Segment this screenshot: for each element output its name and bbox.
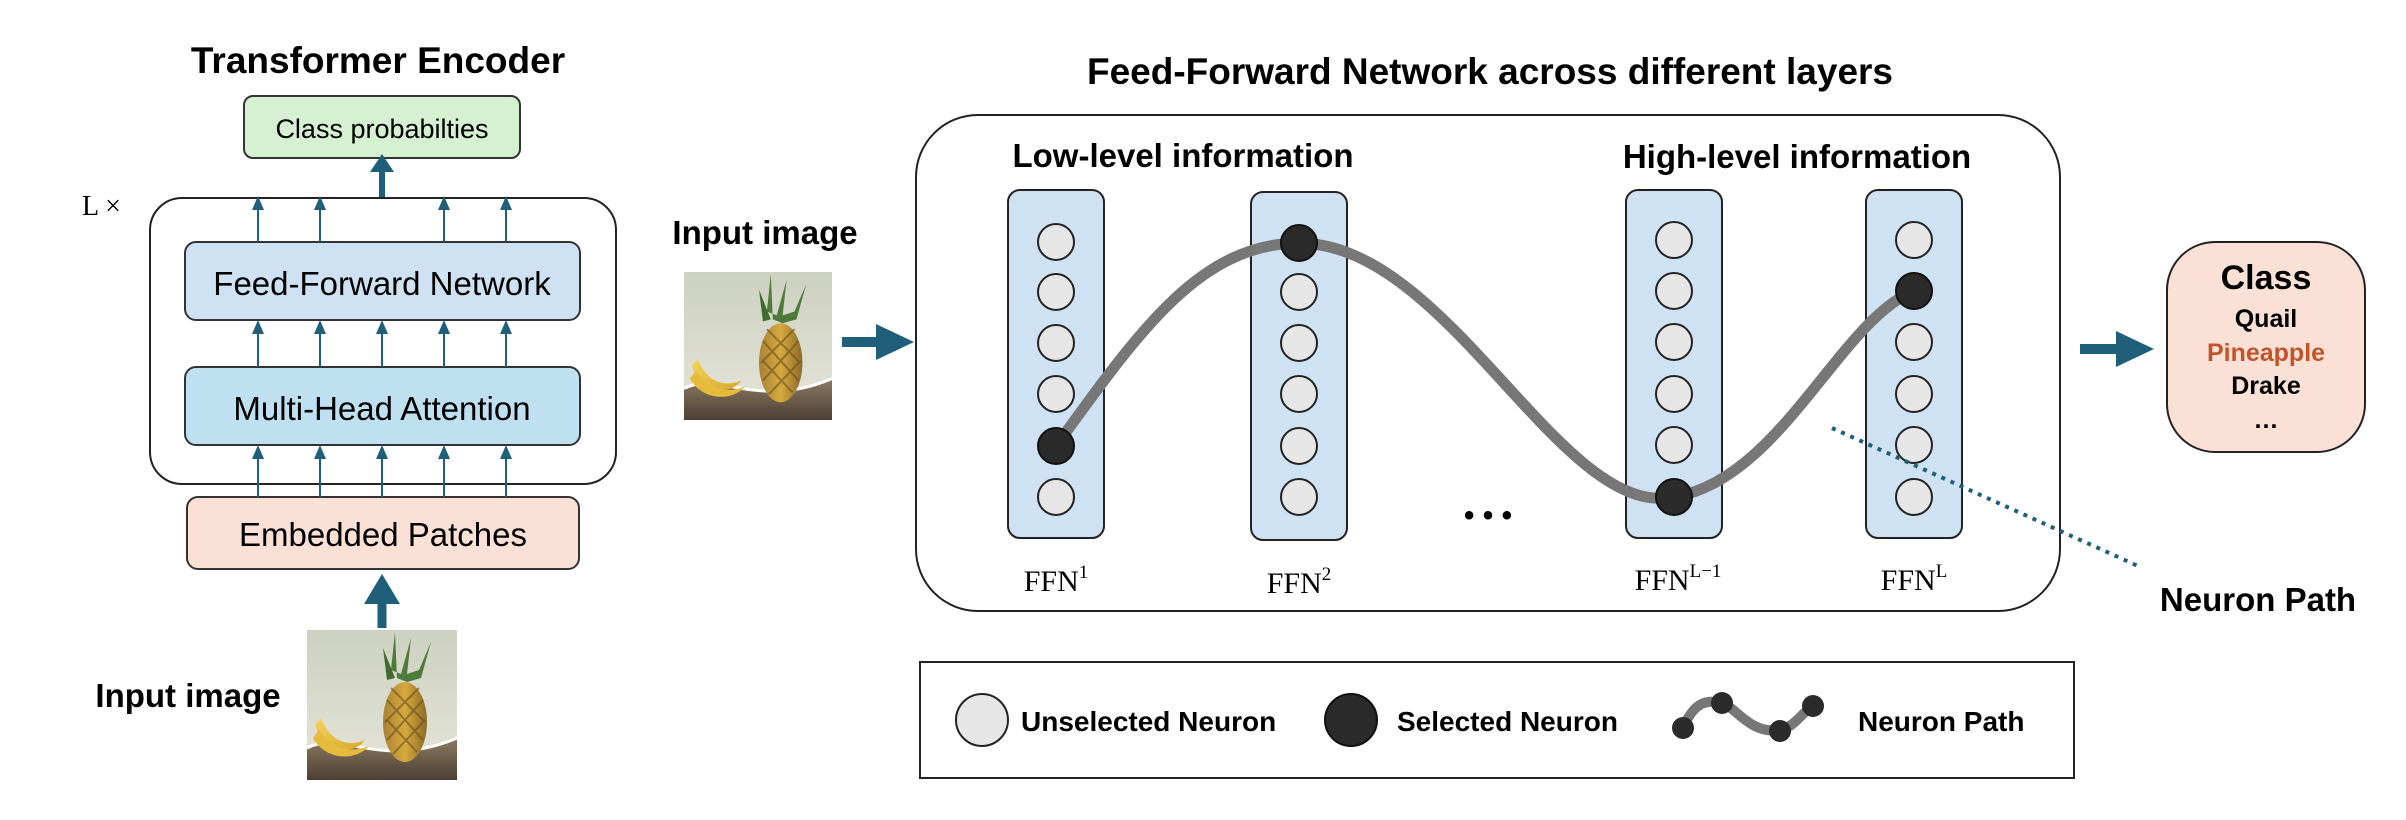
output-label: Class probabilties (275, 114, 488, 144)
ffn-ellipsis: • • • (1464, 499, 1512, 532)
unselected-neuron (1895, 478, 1933, 516)
high-level-label: High-level information (1623, 138, 1971, 175)
panel-input-image (684, 272, 832, 420)
class-item: Quail (2235, 305, 2298, 333)
unselected-neuron (1280, 478, 1318, 516)
legend-unselected-label: Unselected Neuron (1021, 706, 1276, 737)
unselected-neurons (1037, 221, 1933, 516)
unselected-neuron (1280, 324, 1318, 362)
ffn-panel-title: Feed-Forward Network across different la… (1087, 51, 1893, 92)
input-arrow-head (364, 574, 400, 604)
unselected-neuron (1895, 221, 1933, 259)
selected-neuron (1895, 272, 1933, 310)
ffn-layer-column (1250, 191, 1348, 541)
class-box (2166, 241, 2366, 453)
unselected-neuron (1655, 375, 1693, 413)
encoder-input-image (307, 630, 457, 780)
unselected-neuron (1895, 426, 1933, 464)
encoder-input-label: Input image (95, 677, 280, 714)
selected-neurons (1037, 224, 1933, 516)
unselected-neuron (1655, 323, 1693, 361)
unselected-neuron (1655, 221, 1693, 259)
ffn-layer-l (1865, 189, 1963, 539)
layer-label-l: FFNL (1881, 561, 1948, 597)
legend-path-label: Neuron Path (1858, 706, 2024, 737)
unselected-neuron (1037, 375, 1075, 413)
embed-block-label: Embedded Patches (239, 516, 527, 553)
neuron-path-curve (1050, 237, 1920, 504)
panel-input-arrow-head (876, 324, 914, 360)
neuron-path-callout-label: Neuron Path (2160, 581, 2356, 618)
class-item-highlight: Pineapple (2207, 339, 2325, 367)
unselected-neuron (1037, 478, 1075, 516)
class-item: … (2254, 406, 2279, 434)
selected-neuron (1280, 224, 1318, 262)
unselected-neuron (1895, 375, 1933, 413)
legend-box (919, 661, 2075, 779)
layer-label-2: FFN2 (1267, 564, 1332, 600)
ffn-layer-column (1625, 189, 1723, 539)
unselected-neuron (1655, 426, 1693, 464)
selected-neuron (1655, 478, 1693, 516)
panel-input-label: Input image (672, 214, 857, 251)
unselected-neuron (1037, 324, 1075, 362)
unselected-neuron (1280, 273, 1318, 311)
legend-path-icon (1672, 692, 1824, 742)
legend-selected-icon (1324, 693, 1378, 747)
ffn-layer-2 (1250, 191, 1348, 541)
unselected-neuron (1280, 375, 1318, 413)
ffn-layer-column (1007, 189, 1105, 539)
ffn-layer-1 (1007, 189, 1105, 539)
legend-selected-label: Selected Neuron (1397, 706, 1618, 737)
output-arrow-head (370, 154, 394, 172)
class-title: Class (2221, 259, 2312, 297)
low-level-label: Low-level information (1012, 137, 1353, 174)
unselected-neuron (1037, 273, 1075, 311)
layer-label-l-minus-1: FFNL−1 (1635, 561, 1722, 597)
ffn-block-label: Feed-Forward Network (213, 265, 551, 302)
unselected-neuron (1280, 427, 1318, 465)
unselected-neuron (1895, 323, 1933, 361)
legend-unselected-icon (955, 693, 1009, 747)
encoder-title: Transformer Encoder (191, 40, 565, 81)
ffn-layer-column (1865, 189, 1963, 539)
repeat-label: L × (82, 191, 121, 222)
selected-neuron (1037, 427, 1075, 465)
encoder-token-arrows (252, 196, 512, 497)
class-arrow-head (2116, 331, 2154, 367)
unselected-neuron (1655, 272, 1693, 310)
unselected-neuron (1037, 223, 1075, 261)
class-item: Drake (2231, 372, 2301, 400)
ffn-layer-l-minus-1 (1625, 189, 1723, 539)
layer-label-1: FFN1 (1024, 562, 1089, 598)
attention-block-label: Multi-Head Attention (233, 390, 530, 427)
